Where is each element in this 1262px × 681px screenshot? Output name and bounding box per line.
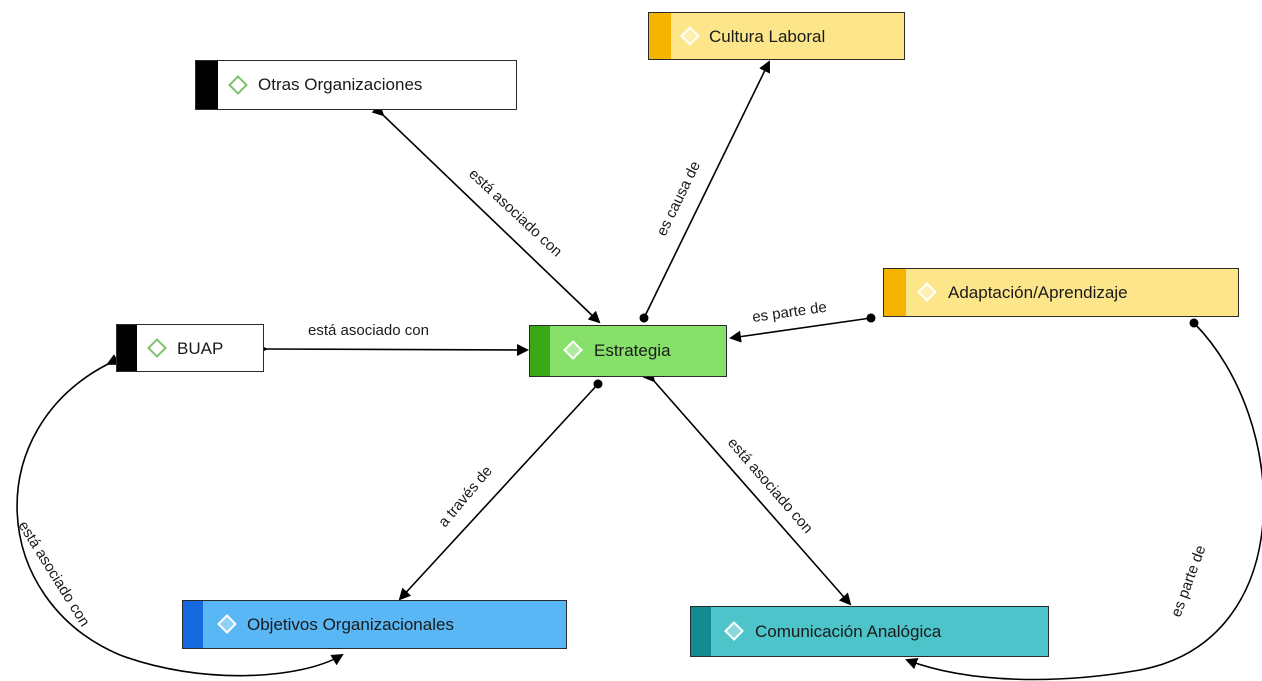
node-label: Estrategia (594, 341, 671, 360)
diamond-icon (147, 338, 167, 358)
node-adaptacion-aprendizaje[interactable]: Adaptación/Aprendizaje (883, 268, 1239, 317)
link-adaptacion-comunicacion[interactable] (905, 318, 1262, 681)
node-color-strip (530, 326, 550, 376)
link-estrategia-comunicacion[interactable] (642, 369, 852, 606)
diamond-icon (563, 340, 583, 360)
label-buap-objetivos: está asociado con (15, 518, 93, 630)
node-color-strip (117, 325, 137, 371)
link-estrategia-objetivos[interactable] (398, 379, 603, 601)
link-adaptacion-estrategia[interactable] (729, 313, 876, 343)
node-color-strip (183, 601, 203, 648)
label-estrategia-cultura: es causa de (653, 159, 704, 239)
node-label: Objetivos Organizacionales (247, 615, 454, 634)
diamond-icon (217, 614, 237, 634)
node-otras-organizaciones[interactable]: Otras Organizaciones (195, 60, 517, 110)
node-objetivos-organizacionales[interactable]: Objetivos Organizacionales (182, 600, 567, 649)
node-buap[interactable]: BUAP (116, 324, 264, 372)
diamond-icon (228, 75, 248, 95)
node-label: Comunicación Analógica (755, 622, 942, 641)
node-estrategia[interactable]: Estrategia (529, 325, 727, 377)
node-cultura-laboral[interactable]: Cultura Laboral (648, 12, 905, 60)
node-color-strip (649, 13, 671, 59)
link-buap-estrategia[interactable] (255, 342, 529, 356)
link-estrategia-cultura[interactable] (639, 60, 771, 323)
node-color-strip (196, 61, 218, 109)
label-adaptacion-comunicacion: es parte de (1168, 543, 1210, 619)
link-otras-estrategia[interactable] (371, 103, 601, 324)
node-label: Adaptación/Aprendizaje (948, 283, 1128, 302)
node-label: Cultura Laboral (709, 27, 826, 46)
node-color-strip (884, 269, 906, 316)
label-otras-estrategia: está asociado con (465, 165, 565, 260)
label-buap-estrategia: está asociado con (308, 322, 429, 339)
node-comunicacion-analogica[interactable]: Comunicación Analógica (690, 606, 1049, 657)
label-estrategia-comunicacion: está asociado con (724, 434, 816, 536)
diamond-icon (680, 26, 700, 46)
node-label: Otras Organizaciones (258, 75, 423, 94)
node-label: BUAP (177, 339, 224, 358)
label-estrategia-objetivos: a través de (435, 463, 496, 531)
label-adaptacion-estrategia: es parte de (751, 299, 828, 326)
link-buap-objetivos[interactable] (16, 354, 344, 677)
node-color-strip (691, 607, 711, 656)
diamond-icon (724, 621, 744, 641)
diamond-icon (917, 282, 937, 302)
